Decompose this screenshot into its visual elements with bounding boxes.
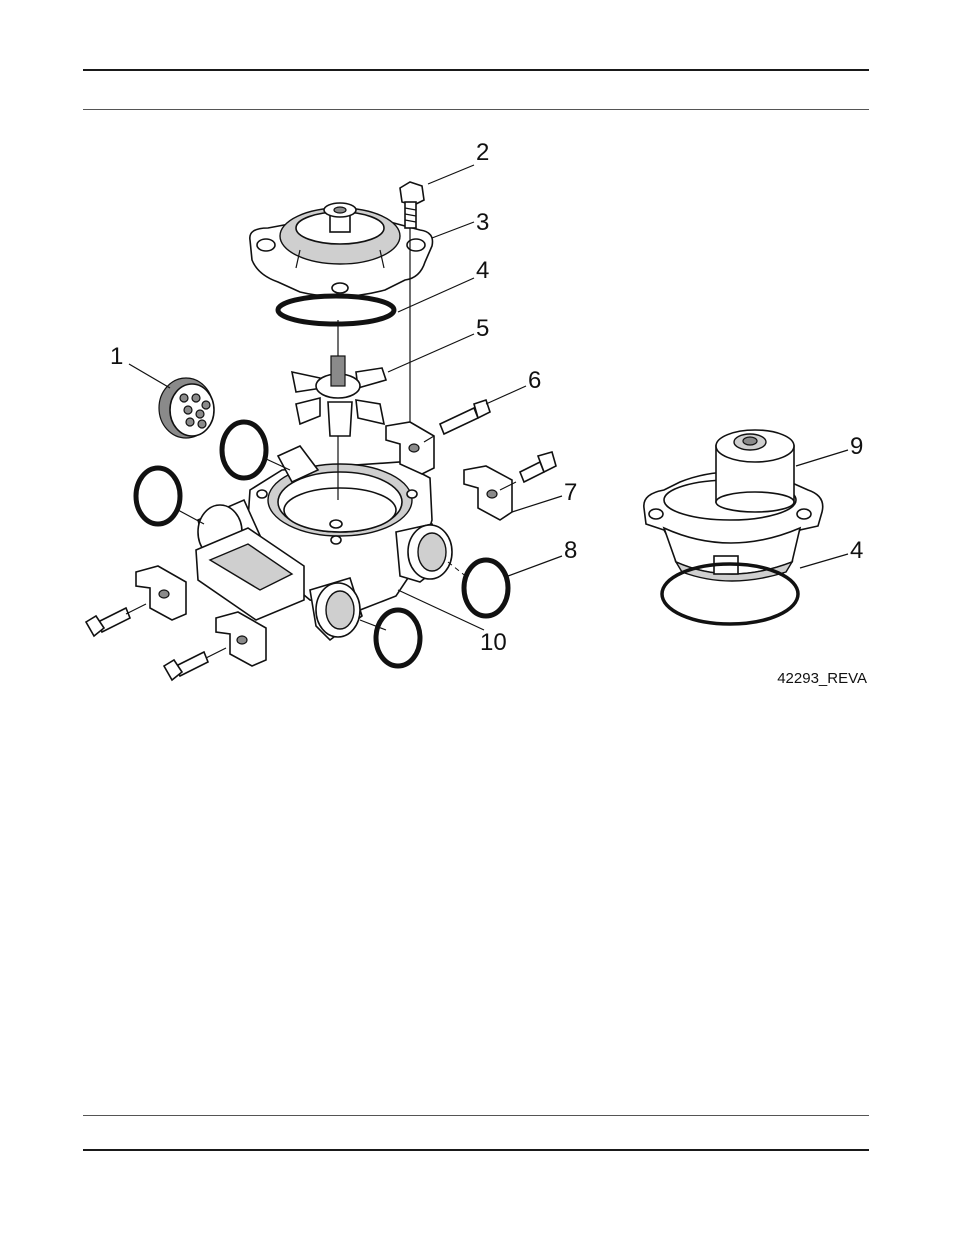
screw-right bbox=[520, 452, 556, 482]
callout-9: 9 bbox=[850, 433, 863, 460]
impeller-part-5 bbox=[292, 320, 386, 436]
clip-lower-center bbox=[216, 612, 266, 666]
callout-1: 1 bbox=[110, 343, 123, 370]
o-ring-part-4 bbox=[278, 296, 394, 324]
o-ring-upper-left bbox=[222, 422, 266, 478]
callout-8: 8 bbox=[564, 537, 577, 564]
callout-5: 5 bbox=[476, 315, 489, 342]
callout-10: 10 bbox=[480, 629, 507, 656]
clip-lower-left bbox=[136, 566, 186, 620]
screw-lower-left bbox=[86, 608, 130, 636]
footer-rule-bottom bbox=[83, 1149, 869, 1151]
callout-2: 2 bbox=[476, 139, 489, 166]
callout-4: 4 bbox=[476, 257, 489, 284]
o-ring-left bbox=[136, 468, 180, 524]
o-ring-lower bbox=[376, 610, 420, 666]
screw-part-6 bbox=[440, 400, 490, 434]
o-ring-part-8 bbox=[464, 560, 508, 616]
figure-id-label: 42293_REVA bbox=[777, 670, 867, 687]
screw-lower-center bbox=[164, 652, 208, 680]
footer-rule-top bbox=[83, 1115, 869, 1116]
callout-3: 3 bbox=[476, 209, 489, 236]
callout-7: 7 bbox=[564, 479, 577, 506]
callout-6: 6 bbox=[528, 367, 541, 394]
motor-assembly-part-9 bbox=[644, 430, 823, 581]
bolt-part-2 bbox=[400, 182, 424, 228]
callout-4-right: 4 bbox=[850, 537, 863, 564]
clip-part-7 bbox=[464, 466, 512, 520]
